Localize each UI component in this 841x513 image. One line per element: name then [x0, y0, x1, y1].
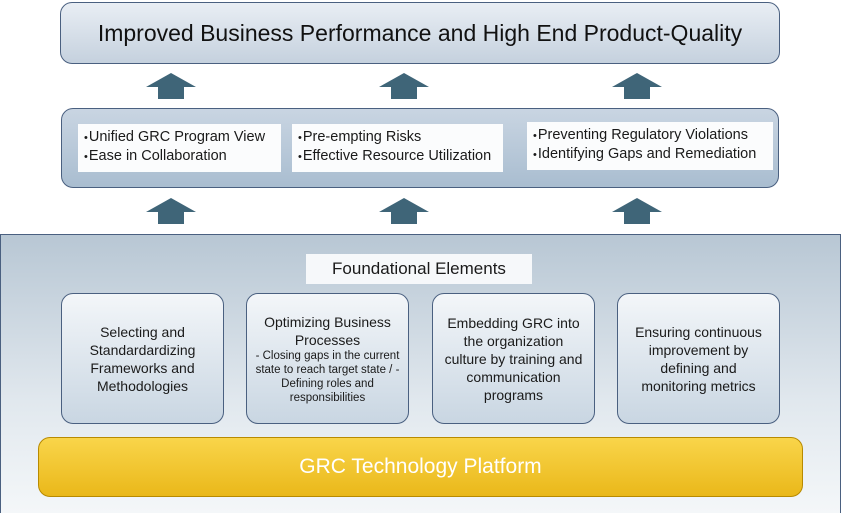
- benefit-card: Unified GRC Program View Ease in Collabo…: [78, 124, 281, 172]
- foundation-element: Optimizing Business Processes - Closing …: [246, 293, 409, 424]
- up-arrow-icon: [146, 73, 196, 99]
- up-arrow-icon: [612, 198, 662, 224]
- up-arrow-icon: [379, 198, 429, 224]
- benefit-item: Pre-empting Risks: [298, 128, 497, 147]
- foundation-element: Selecting and Standardardizing Framework…: [61, 293, 224, 424]
- up-arrow-icon: [146, 198, 196, 224]
- element-main-text: Ensuring continuous improvement by defin…: [635, 323, 762, 394]
- element-main-text: Embedding GRC into the organization cult…: [444, 314, 583, 403]
- benefit-item: Effective Resource Utilization: [298, 147, 497, 166]
- platform-label: GRC Technology Platform: [299, 455, 542, 478]
- benefit-item: Preventing Regulatory Violations: [533, 126, 767, 145]
- element-main-text: Optimizing Business Processes: [264, 313, 391, 348]
- foundation-element: Ensuring continuous improvement by defin…: [617, 293, 780, 424]
- up-arrow-icon: [612, 73, 662, 99]
- foundation-title: Foundational Elements: [306, 254, 532, 284]
- benefit-card: Preventing Regulatory Violations Identif…: [527, 122, 773, 170]
- benefit-card: Pre-empting Risks Effective Resource Uti…: [292, 124, 503, 172]
- top-banner-title: Improved Business Performance and High E…: [97, 19, 743, 46]
- up-arrow-icon: [379, 73, 429, 99]
- element-sub-text: - Closing gaps in the current state to r…: [255, 349, 400, 404]
- benefit-item: Identifying Gaps and Remediation: [533, 145, 767, 164]
- platform-bar: GRC Technology Platform: [38, 437, 803, 497]
- element-main-text: Selecting and Standardardizing Framework…: [89, 323, 196, 394]
- benefit-item: Unified GRC Program View: [84, 128, 275, 147]
- top-banner: Improved Business Performance and High E…: [60, 2, 780, 64]
- benefit-item: Ease in Collaboration: [84, 147, 275, 166]
- foundation-element: Embedding GRC into the organization cult…: [432, 293, 595, 424]
